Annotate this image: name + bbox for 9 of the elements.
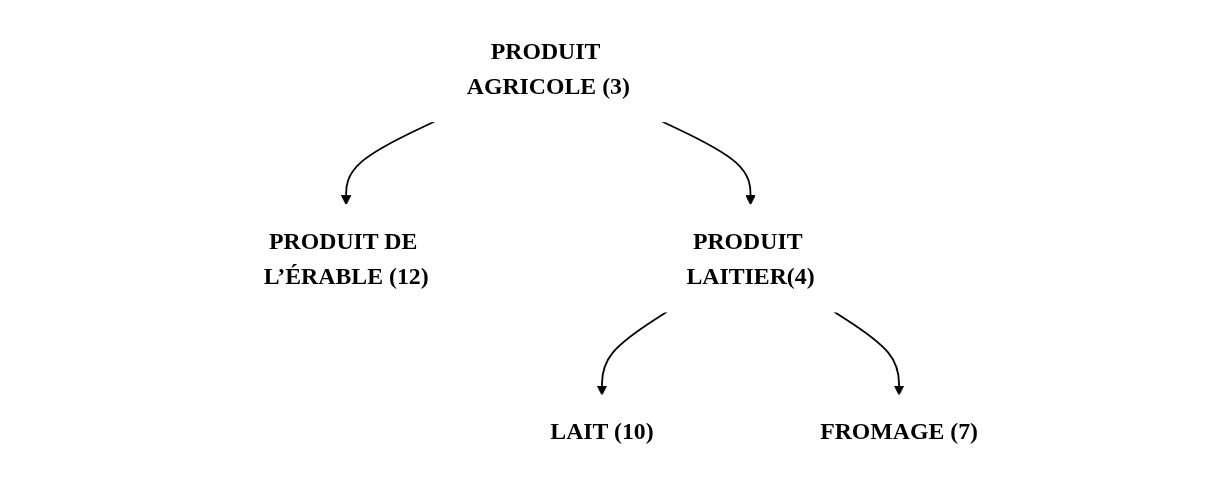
node-text: FROMAGE (7) <box>820 417 978 444</box>
node-text: PRODUIT DE L’ÉRABLE (12) <box>263 227 429 290</box>
arrow <box>340 120 436 206</box>
node-text: LAIT (10) <box>550 417 654 444</box>
arrow <box>596 310 668 396</box>
node-text: PRODUIT LAITIER(4) <box>686 227 815 290</box>
arrow <box>661 120 756 206</box>
arrow <box>833 310 905 396</box>
node-text: PRODUIT AGRICOLE (3) <box>466 37 630 99</box>
